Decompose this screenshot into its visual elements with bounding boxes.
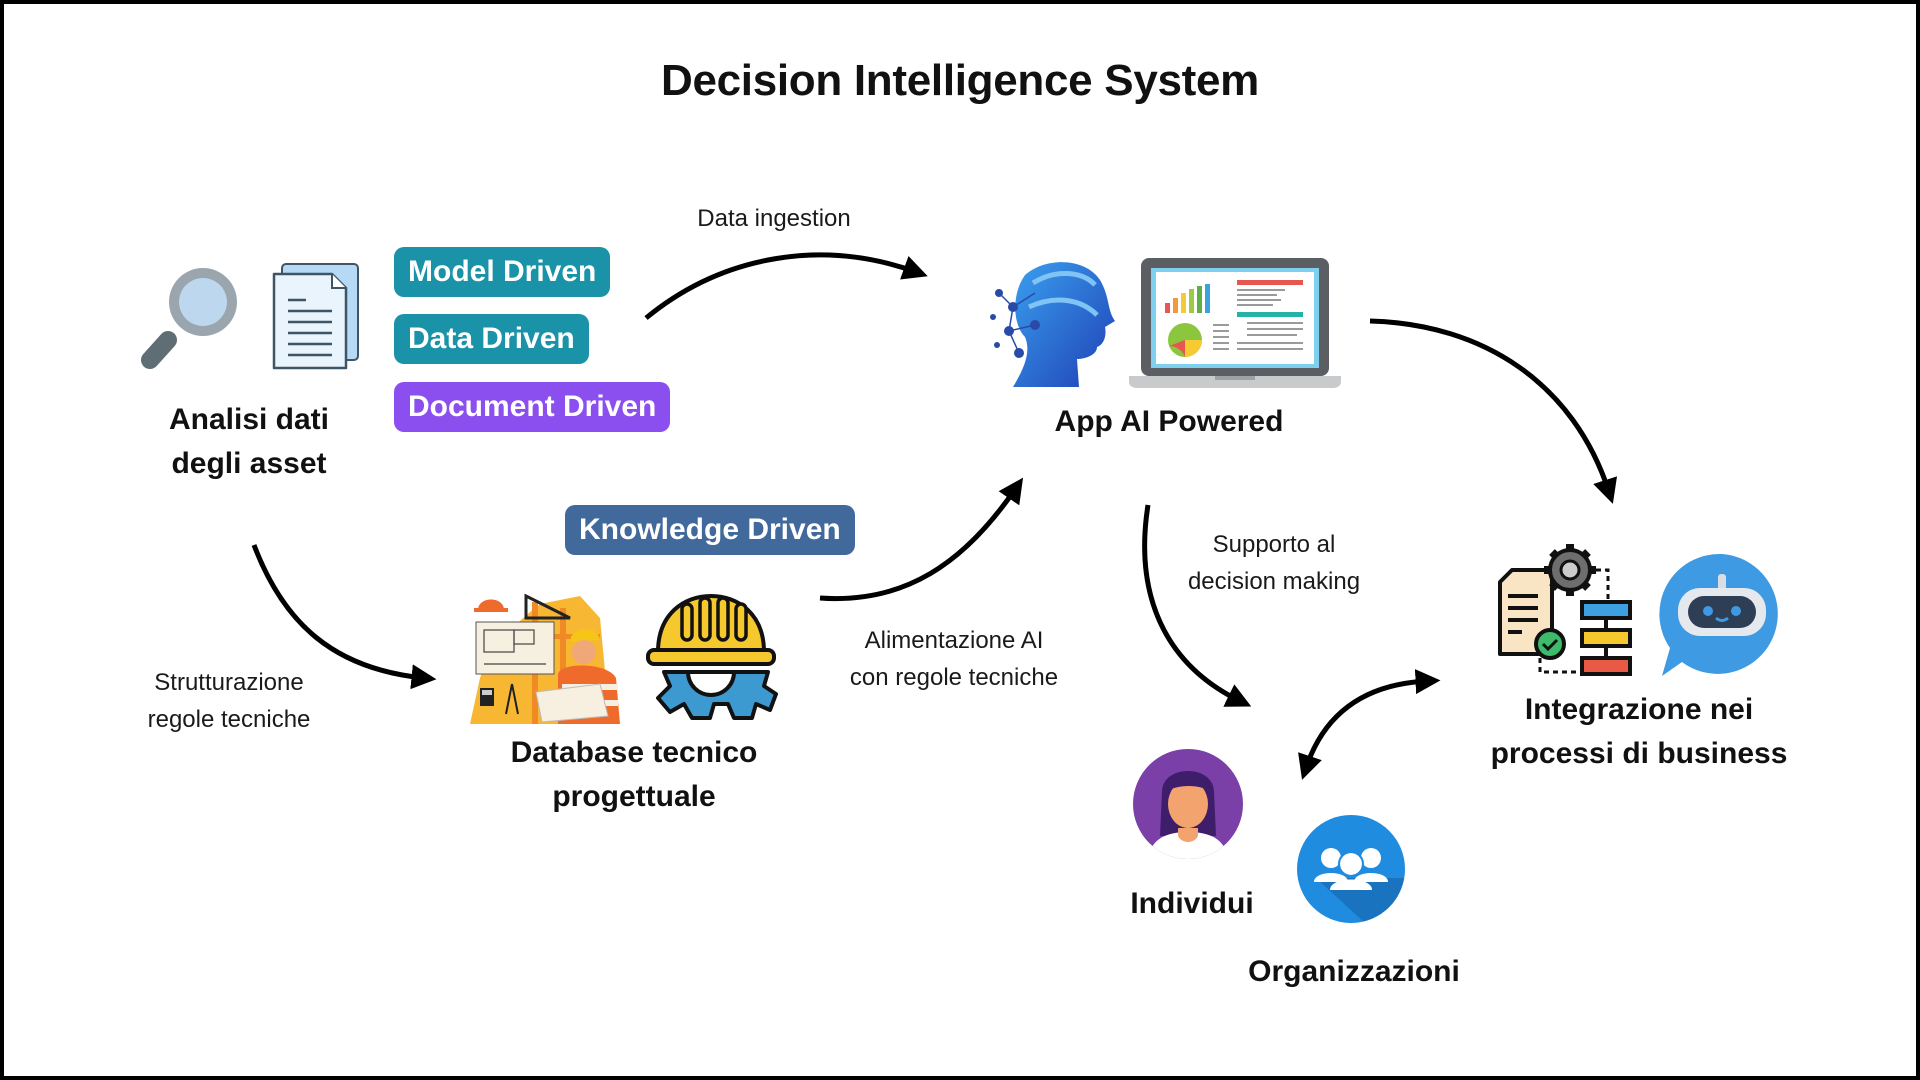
asset-analysis-line2: degli asset (171, 447, 327, 480)
structuring-line1: Strutturazione (154, 669, 304, 696)
node-organizations-label: Organizzazioni (1248, 955, 1460, 988)
node-tech-db-label: Database tecnico progettuale (464, 731, 804, 819)
process-flow-icon (1492, 544, 1634, 684)
node-business-integration-label: Integrazione nei processi di business (1464, 688, 1814, 776)
ai-feeding-line2: con regole tecniche (849, 664, 1059, 691)
decision-support-line1: Supporto al (1212, 531, 1336, 558)
node-asset-analysis-label: Analisi dati degli asset (124, 398, 374, 486)
ai-feeding-line1: Alimentazione AI (864, 627, 1044, 654)
edge-label-decision-support: Supporto al decision making (1144, 526, 1404, 600)
helmet-gear-icon (644, 590, 778, 724)
group-icon (1296, 814, 1406, 924)
arrow-people-business-bidirectional (1298, 669, 1441, 780)
business-integration-line1: Integrazione nei (1524, 693, 1754, 726)
engineer-illustration-icon (470, 588, 635, 724)
edge-label-ai-feeding: Alimentazione AI con regole tecniche (814, 622, 1094, 696)
magnifying-glass-icon (138, 260, 248, 370)
diagram-title: Decision Intelligence System (660, 56, 1260, 105)
ai-head-icon (985, 255, 1120, 390)
business-integration-line2: processi di business (1490, 737, 1788, 770)
node-individuals-label: Individui (1130, 887, 1254, 920)
arrow-data-ingestion (644, 252, 928, 320)
person-avatar-icon (1132, 748, 1244, 860)
pill-model-driven: Model Driven (394, 247, 611, 297)
document-icon (272, 260, 362, 372)
chatbot-icon (1656, 552, 1788, 682)
diagram-canvas: Decision Intelligence System (4, 4, 1916, 1076)
asset-analysis-line1: Analisi dati (168, 403, 330, 436)
arrow-structuring (251, 544, 437, 690)
arrow-app-to-business (1369, 318, 1618, 504)
edge-label-structuring: Strutturazione regole tecniche (104, 664, 354, 738)
tech-db-line2: progettuale (552, 780, 716, 813)
pill-document-driven: Document Driven (394, 382, 671, 432)
laptop-dashboard-icon (1129, 256, 1341, 390)
tech-db-line1: Database tecnico (510, 736, 758, 769)
connector-layer (251, 252, 1618, 780)
structuring-line2: regole tecniche (147, 706, 311, 733)
pill-knowledge-driven: Knowledge Driven (565, 505, 855, 555)
node-ai-app-label: App AI Powered (1054, 405, 1284, 438)
pill-data-driven: Data Driven (394, 314, 589, 364)
decision-support-line2: decision making (1187, 568, 1361, 595)
edge-label-data-ingestion: Data ingestion (697, 205, 851, 232)
